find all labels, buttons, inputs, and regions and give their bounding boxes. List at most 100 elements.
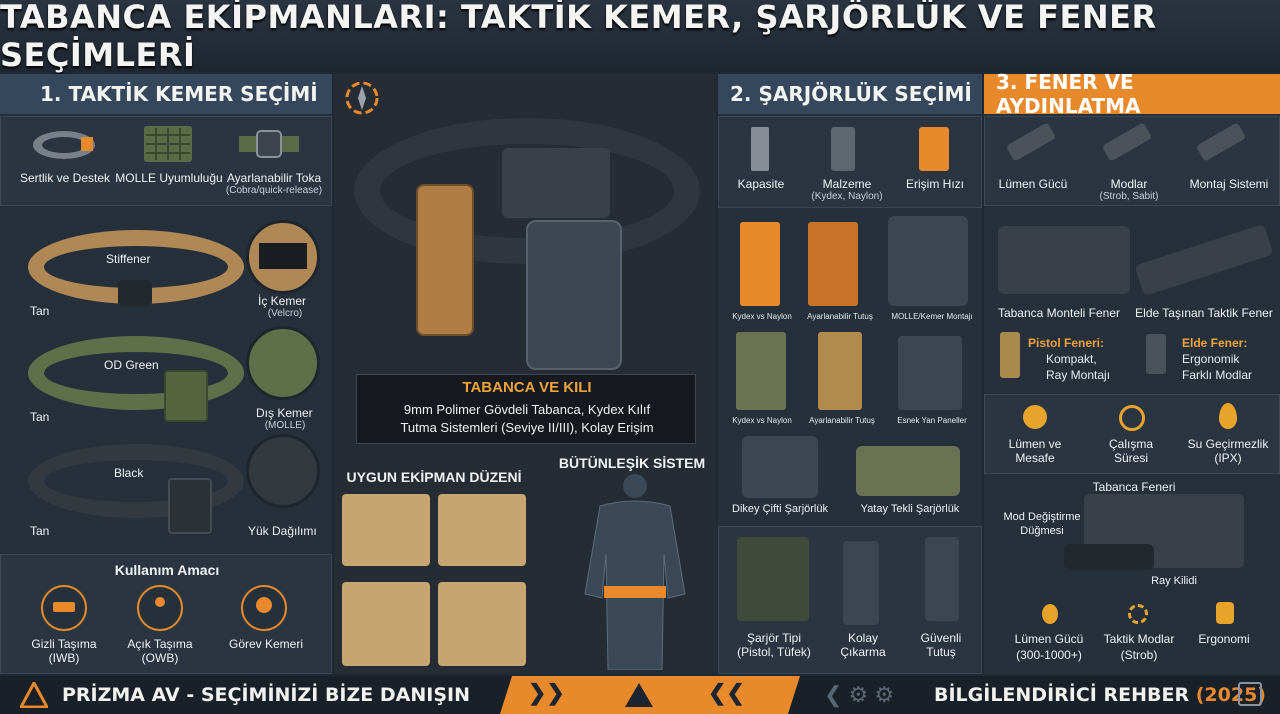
footer-left-text: PRİZMA AV - SEÇİMİNİZİ BİZE DANIŞIN — [62, 684, 470, 706]
handheld-light-image — [1134, 223, 1274, 297]
feature-label: MOLLE Uyumluluğu — [115, 171, 223, 185]
feature-label: Malzeme — [822, 177, 872, 191]
page-title: TABANCA EKİPMANLARI: TAKTİK KEMER, ŞARJÖ… — [0, 0, 1157, 74]
mag-pouch-image — [888, 216, 968, 306]
body-silhouette-icon — [584, 474, 686, 670]
belt-side-label: Yük Dağılımı — [248, 524, 317, 538]
officer-icon — [241, 585, 287, 631]
footer-right-main: BİLGİLENDİRİCİ REHBER — [934, 684, 1190, 706]
center-panel: TABANCA VE KILI 9mm Polimer Gövdeli Taba… — [334, 74, 716, 674]
mag-pouch-image — [416, 184, 474, 336]
hand-light-item: Farklı Modlar — [1182, 368, 1253, 382]
double-mag-icon — [919, 127, 949, 171]
belt-side-sub: (MOLLE) — [264, 420, 306, 431]
clock-icon — [1119, 405, 1145, 431]
mag-pouch-image — [925, 537, 959, 621]
header: TABANCA EKİPMANLARI: TAKTİK KEMER, ŞARJÖ… — [0, 0, 1280, 74]
feature-label: Ayarlanabilir Toka — [226, 171, 322, 185]
purpose-title: Kullanım Amacı — [114, 562, 220, 578]
mag-label: Kydex vs Naylon — [732, 416, 792, 425]
pistol-title: TABANCA VE KILI — [462, 379, 592, 396]
mag-label: Kolay — [847, 631, 879, 645]
mag-sub: (Pistol, Tüfek) — [737, 645, 811, 659]
bottom-sub: (300-1000+) — [1016, 648, 1082, 662]
footer: PRİZMA AV - SEÇİMİNİZİ BİZE DANIŞIN ❯❯ ❮… — [0, 676, 1280, 714]
mag-label: Ayarlanabilir Tutuş — [807, 312, 873, 321]
weapon-light-image — [1064, 544, 1154, 570]
bottom-label: Lümen Gücü — [1014, 632, 1084, 646]
mag-label: Ayarlanabilir Tutuş — [809, 416, 875, 425]
mag-features: Kapasite Malzeme (Kydex, Naylon) Erişim … — [718, 116, 982, 208]
spec-sub: Mesafe — [1015, 451, 1055, 465]
person-icon — [137, 585, 183, 631]
thumbs-up-icon — [1216, 602, 1234, 624]
purpose-sub: (OWB) — [141, 651, 179, 665]
light-type-label: Elde Taşınan Taktik Fener — [1135, 306, 1273, 320]
buckle-icon — [118, 280, 152, 306]
layout-title: UYGUN EKİPMAN DÜZENİ — [346, 469, 522, 485]
belt-side-label: İç Kemer — [258, 294, 307, 308]
light-features: Lümen Gücü Modlar (Strob, Sabit) Montaj … — [984, 116, 1280, 206]
layout-card — [342, 582, 430, 666]
feature-label: Lümen Gücü — [998, 177, 1068, 191]
mag-pouch-image — [740, 222, 780, 306]
mag-sub: Tutuş — [926, 645, 956, 659]
modes-icon — [1128, 604, 1148, 624]
belt-roll-icon — [33, 131, 95, 159]
belt-name: Black — [114, 466, 144, 480]
pouch-image — [168, 478, 212, 534]
purpose-label: Gizli Taşıma — [31, 637, 97, 651]
section-belt: 1. TAKTİK KEMER SEÇİMİ Sertlik ve Destek… — [0, 74, 332, 674]
feature-sub: (Kydex, Naylon) — [811, 191, 883, 202]
hand-light-item: Ergonomik — [1182, 352, 1240, 366]
section-mag: 2. ŞARJÖRLÜK SEÇİMİ Kapasite Malzeme (Ky… — [718, 74, 982, 674]
mag-label: Yatay Tekli Şarjörlük — [860, 503, 960, 515]
belt-name: Stiffener — [106, 252, 151, 266]
belt-side-sub: (Velcro) — [267, 308, 303, 319]
prizma-logo-icon — [20, 682, 48, 708]
pistol-desc: 9mm Polimer Gövdeli Tabanca, Kydex Kılıf — [403, 402, 651, 417]
diagram-mode-label: Mod Değiştirme — [1003, 511, 1081, 523]
diagram-title: Tabanca Feneri — [1092, 480, 1176, 494]
hand-light-title: Elde Fener: — [1182, 336, 1248, 350]
belt-name: OD Green — [104, 358, 159, 372]
pouch-image — [164, 370, 208, 422]
belt-color: Tan — [30, 524, 50, 538]
pouch-icon — [831, 127, 855, 171]
mag-pouch-image — [736, 332, 786, 410]
feature-label: Erişim Hızı — [906, 177, 964, 191]
pistol-desc: Tutma Sistemleri (Seviye II/III), Kolay … — [400, 420, 654, 435]
light-type-label: Tabanca Monteli Fener — [997, 306, 1121, 320]
mag-pouch-image — [818, 332, 862, 410]
mag-pouch-image — [843, 541, 879, 625]
sun-icon — [1023, 405, 1047, 429]
belt-side-label: Dış Kemer — [256, 406, 313, 420]
mag-label: Güvenli — [920, 631, 962, 645]
section-mag-title: 2. ŞARJÖRLÜK SEÇİMİ — [718, 74, 982, 114]
flashlight-icon — [1005, 122, 1057, 162]
chevron-left-icon: ❮❮ — [708, 680, 745, 705]
weapon-light-image — [998, 226, 1130, 294]
bulb-icon — [1042, 604, 1058, 624]
molle-detail-icon — [246, 326, 320, 400]
footer-right-text: BİLGİLENDİRİCİ REHBER (2025) — [934, 684, 1266, 706]
flashlight-rays-icon — [1101, 122, 1153, 162]
molle-panel-icon — [144, 126, 192, 162]
feature-label: Modlar — [1110, 177, 1148, 191]
pistol-light-icon — [1000, 332, 1020, 378]
spec-label: Su Geçirmezlik — [1187, 437, 1269, 451]
mag-label: Şarjör Tipi — [746, 631, 802, 645]
diagram-rail-label: Ray Kilidi — [1151, 575, 1197, 587]
spec-sub: Süresi — [1113, 451, 1148, 465]
section-light-title: 3. FENER VE AYDINLATMA — [984, 70, 1280, 118]
belt-color: Tan — [30, 304, 50, 318]
feature-label: Montaj Sistemi — [1189, 177, 1269, 191]
pistol-light-item: Kompakt, — [1046, 352, 1097, 366]
spec-label: Çalışma — [1108, 437, 1153, 451]
layout-card — [342, 494, 430, 566]
pistol-light-title: Pistol Feneri: — [1028, 336, 1105, 350]
light-specs: Lümen ve Mesafe Çalışma Süresi Su Geçirm… — [984, 394, 1280, 474]
diagram-mode-label: Düğmesi — [1020, 525, 1064, 537]
bottom-label: Ergonomi — [1198, 632, 1250, 646]
belt-features: Sertlik ve Destek MOLLE Uyumluluğu Ayarl… — [0, 116, 332, 206]
